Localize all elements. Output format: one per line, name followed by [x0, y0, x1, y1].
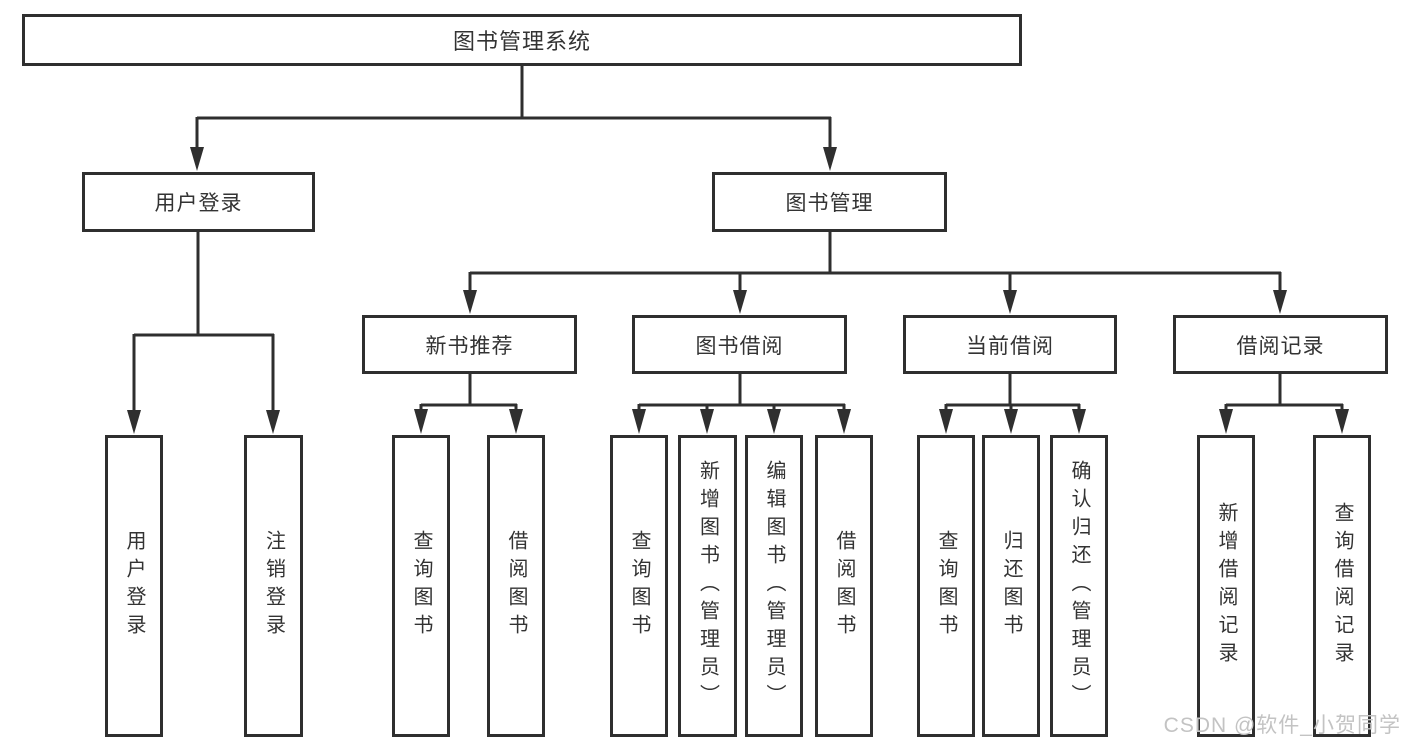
leaf-borrow-books-label: 借阅图书	[833, 530, 855, 642]
node-borrow-records-label: 借阅记录	[1236, 334, 1325, 358]
leaf-logout: 注销登录	[244, 435, 303, 737]
node-user-login-branch-label: 用户登录	[154, 192, 243, 215]
node-borrow-records: 借阅记录	[1173, 315, 1388, 374]
node-book-borrowing: 图书借阅	[632, 315, 847, 374]
node-book-management-branch: 图书管理	[712, 172, 947, 232]
leaf-add-borrow-record: 新增借阅记录	[1197, 435, 1255, 737]
node-root-label: 图书管理系统	[452, 29, 591, 54]
leaf-edit-books-admin: 编辑图书（管理员）	[745, 435, 803, 737]
leaf-query-books-recommend-label: 查询图书	[410, 530, 432, 642]
watermark: CSDN @软件_小贺同学	[1163, 714, 1401, 737]
node-root-system: 图书管理系统	[22, 14, 1022, 66]
node-book-borrowing-label: 图书借阅	[695, 334, 784, 358]
leaf-add-borrow-record-label: 新增借阅记录	[1215, 502, 1237, 670]
leaf-user-login-label: 用户登录	[123, 530, 145, 642]
node-book-management-branch-label: 图书管理	[785, 192, 874, 215]
leaf-user-login: 用户登录	[105, 435, 163, 737]
leaf-return-books: 归还图书	[982, 435, 1040, 737]
node-current-borrowing-label: 当前借阅	[966, 334, 1054, 358]
leaf-query-books-current: 查询图书	[917, 435, 975, 737]
node-new-book-recommend: 新书推荐	[362, 315, 577, 374]
leaf-edit-books-admin-label: 编辑图书（管理员）	[763, 460, 785, 712]
leaf-add-books-admin-label: 新增图书（管理员）	[696, 460, 719, 712]
leaf-query-borrow-record-label: 查询借阅记录	[1331, 502, 1353, 670]
leaf-confirm-return-admin-label: 确认归还（管理员）	[1068, 460, 1090, 712]
leaf-borrow-books: 借阅图书	[815, 435, 873, 737]
leaf-query-books-borrowing: 查询图书	[610, 435, 668, 737]
leaf-confirm-return-admin: 确认归还（管理员）	[1050, 435, 1108, 737]
leaf-query-books-borrowing-label: 查询图书	[628, 530, 650, 642]
leaf-query-books-recommend: 查询图书	[392, 435, 450, 737]
leaf-query-books-current-label: 查询图书	[935, 530, 957, 642]
leaf-borrow-books-recommend-label: 借阅图书	[505, 530, 527, 642]
leaf-add-books-admin: 新增图书（管理员）	[678, 435, 737, 737]
leaf-query-borrow-record: 查询借阅记录	[1313, 435, 1371, 737]
leaf-borrow-books-recommend: 借阅图书	[487, 435, 545, 737]
node-user-login-branch: 用户登录	[82, 172, 315, 232]
node-current-borrowing: 当前借阅	[903, 315, 1117, 374]
leaf-return-books-label: 归还图书	[1000, 530, 1022, 642]
leaf-logout-label: 注销登录	[262, 530, 285, 642]
node-new-book-recommend-label: 新书推荐	[425, 334, 514, 358]
